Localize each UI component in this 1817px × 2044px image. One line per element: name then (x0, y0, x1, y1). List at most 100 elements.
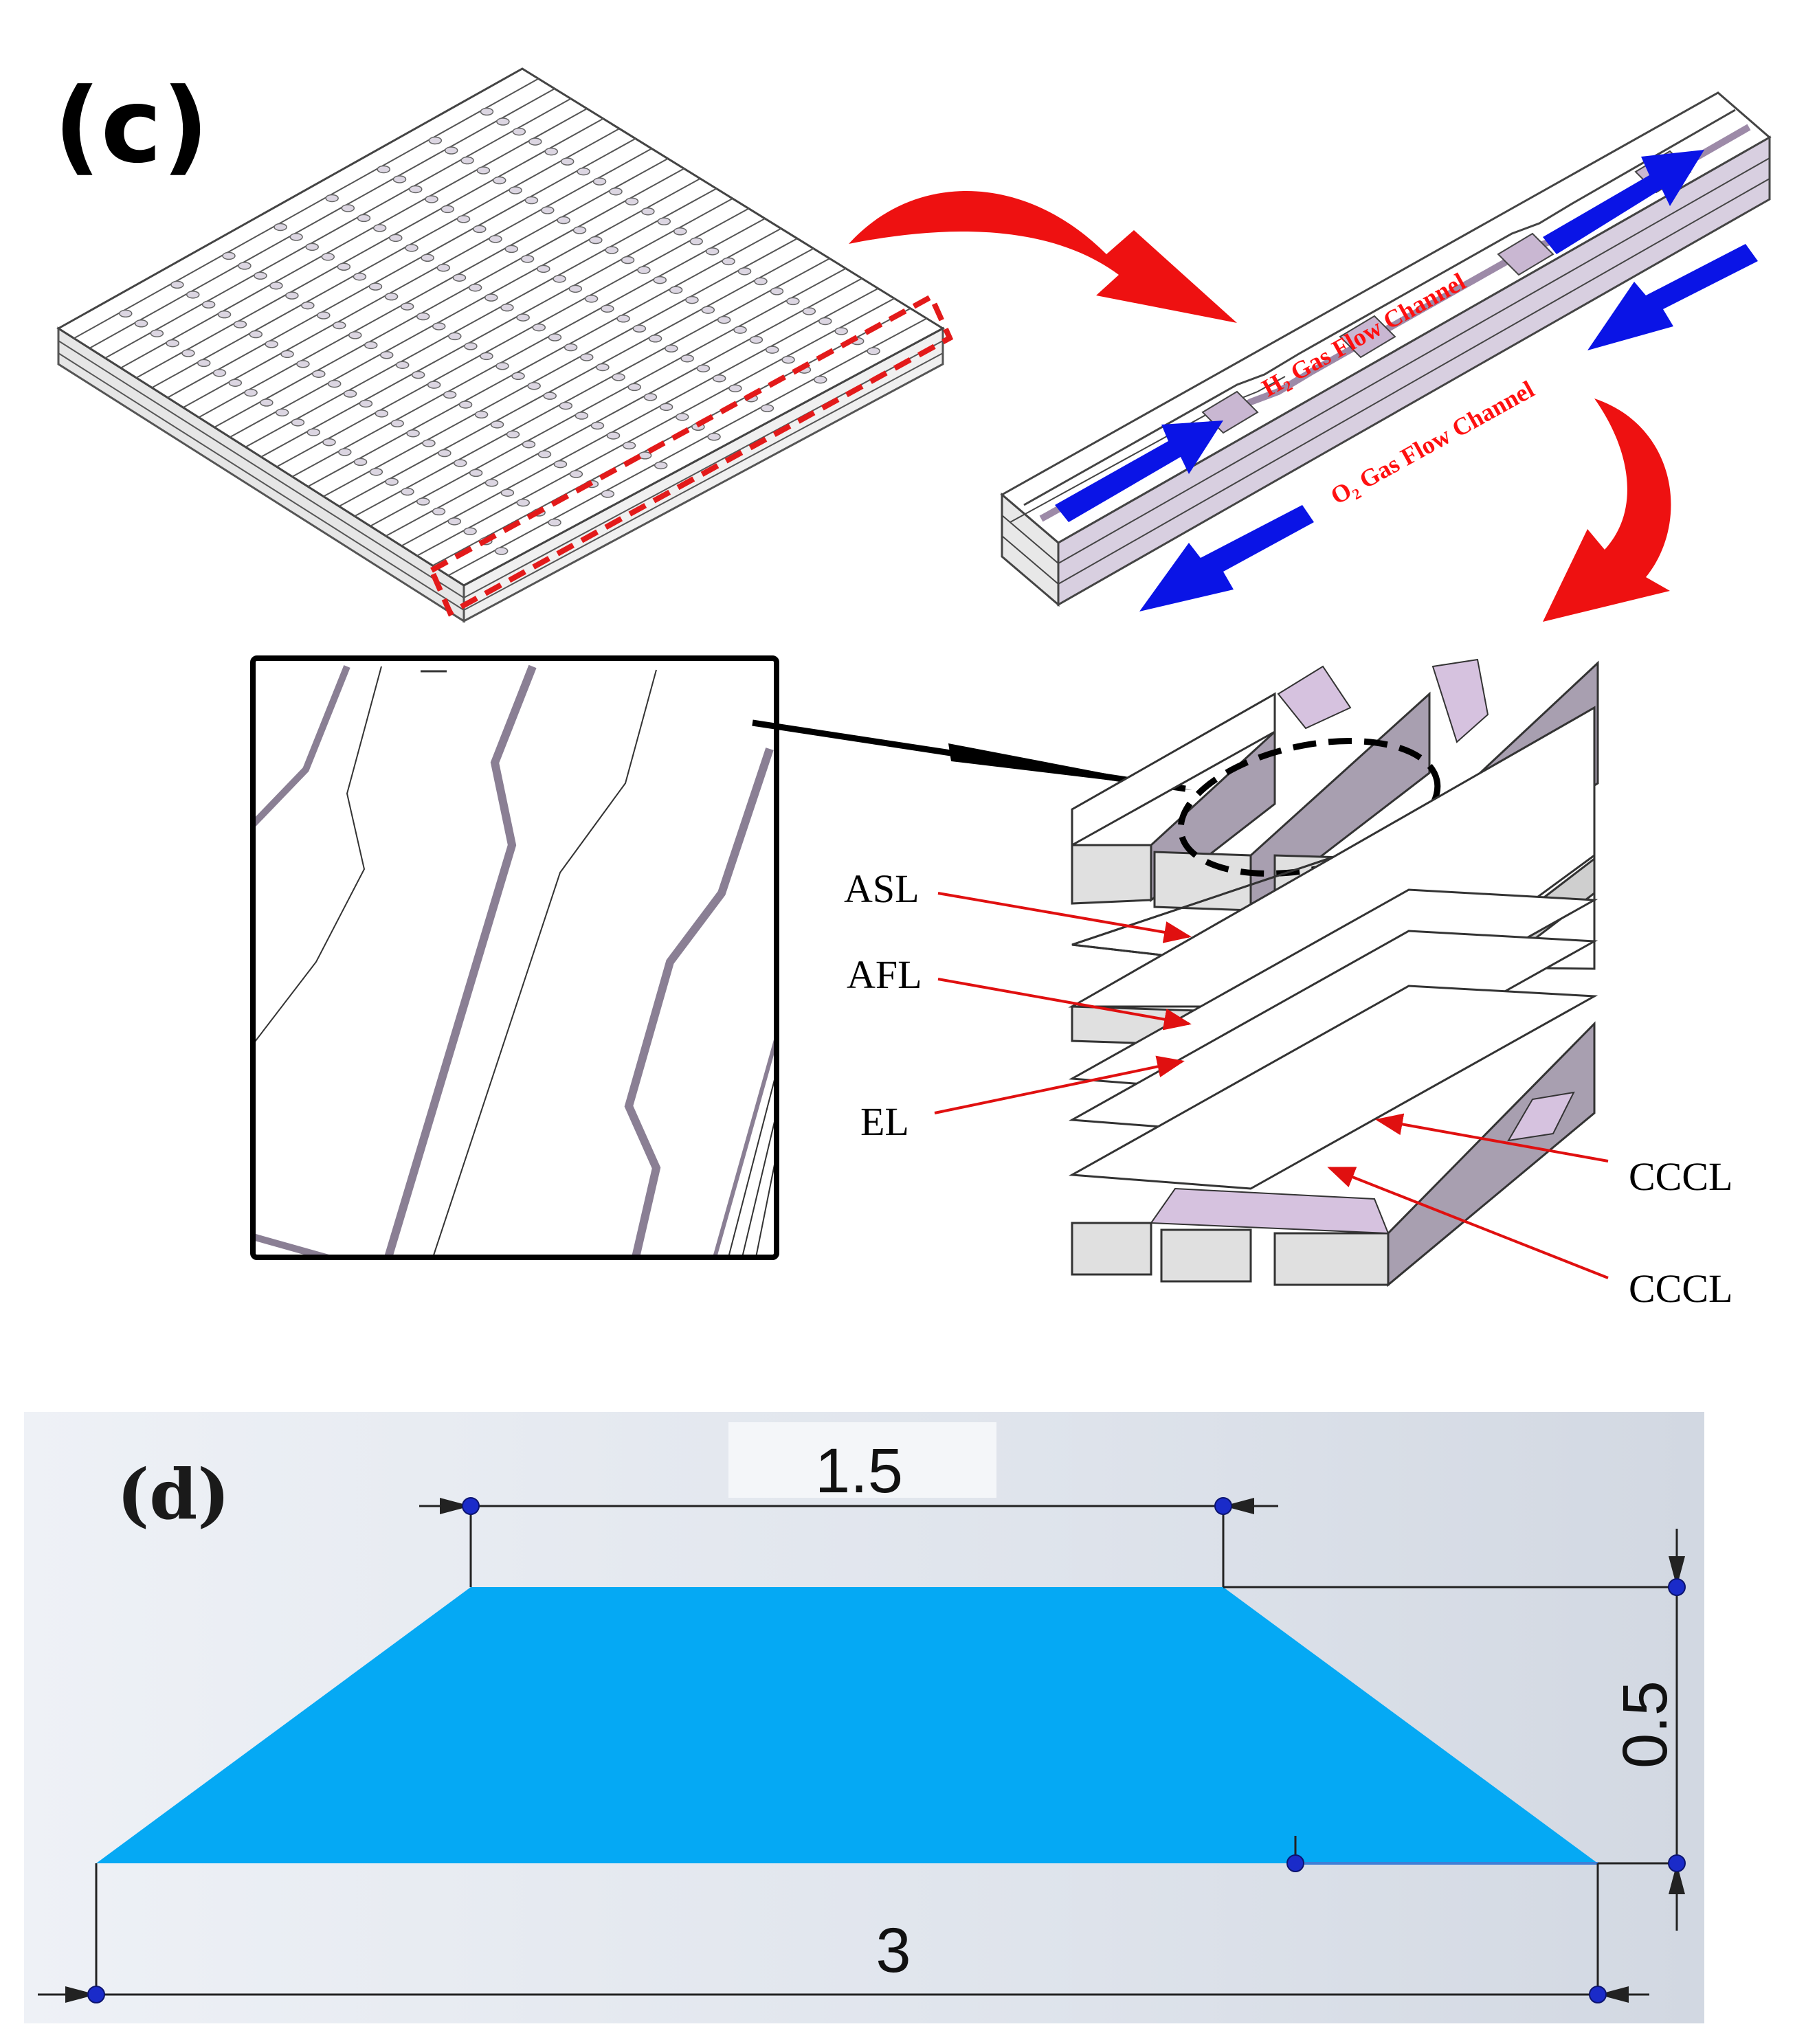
plate-bulge (622, 441, 636, 450)
plate-rib-line (401, 287, 879, 547)
plate-bulge (575, 412, 589, 420)
plate-bulge (584, 295, 599, 303)
plate-bulge (648, 335, 662, 343)
plate-bulge (474, 410, 489, 419)
label-cccl-1: CCCL (1629, 1154, 1733, 1199)
plate-rib-line (354, 258, 830, 517)
plate-bulge (632, 324, 647, 333)
plate-bulge (186, 291, 200, 299)
plate-bulge (511, 372, 525, 380)
plate-bulge (306, 428, 320, 436)
plate-bulge (712, 374, 726, 383)
plate-bulge (401, 487, 414, 496)
plate-bulge (456, 215, 471, 223)
plate-bulge (495, 362, 509, 370)
plate-bulge (384, 292, 399, 301)
plate-bulge (612, 373, 625, 381)
inset-channel-edges (253, 664, 777, 1257)
plate-bulge (265, 340, 278, 348)
plate-bulge (754, 277, 768, 286)
plate-bulge (680, 354, 694, 363)
plate-bulge (233, 320, 247, 328)
plate-channel-ribs (74, 78, 927, 576)
plate-rib-line (198, 157, 669, 418)
plate-bulge (377, 165, 391, 174)
dim-bottom-width: 3 (876, 1916, 911, 1986)
plate-bulge (453, 459, 467, 467)
plate-bulge (616, 315, 630, 323)
flow-arrow-h2-in (1055, 420, 1223, 522)
highlight-box (427, 293, 954, 617)
plate-bulge (119, 309, 133, 318)
plate-bulge (606, 431, 621, 440)
plate-bulge (484, 293, 498, 302)
plate-bulge (564, 343, 578, 352)
plate-bulge (409, 185, 423, 194)
plate-bulge (260, 398, 274, 407)
plate-bulge (317, 311, 331, 319)
layer-cccl-2 (1068, 985, 1598, 1190)
plate-bulge (484, 479, 499, 487)
plate-bulge (867, 347, 880, 355)
plate-bulge (637, 266, 651, 274)
flow-arrow-o2-out (1139, 505, 1314, 611)
plate-bulge (737, 267, 752, 276)
plate-bulge (592, 177, 607, 186)
plate-bulge (548, 333, 562, 341)
plate-bulge (322, 438, 336, 447)
plate-bulge (400, 302, 414, 311)
plate-rib-line (74, 78, 539, 339)
plate-bulge (197, 359, 211, 368)
plate-bulge (675, 413, 689, 421)
plate-bulge (520, 255, 535, 263)
dimension-points (87, 1497, 1686, 2003)
plate-bulge (489, 235, 502, 243)
plate-bulge (509, 186, 522, 194)
plate-rib-line (104, 98, 572, 359)
plate-bulge (516, 313, 530, 322)
panel-c: (c) (54, 67, 1772, 1311)
plate-bulge (379, 351, 394, 359)
plate-bulge (601, 304, 614, 313)
plate-bulge (166, 339, 179, 348)
plate-bulge (170, 280, 184, 289)
plate-bulge (657, 217, 671, 226)
plate-bulge (289, 233, 303, 241)
plate-bulge (500, 303, 514, 312)
plate-bulge (707, 433, 721, 441)
plate-rib-line (183, 148, 652, 408)
label-cccl-2: CCCL (1629, 1266, 1733, 1311)
flow-arrow-o2-in (1587, 244, 1758, 350)
plate-bulge (522, 440, 536, 449)
plate-bulge (802, 307, 816, 315)
plate-bulge (665, 344, 678, 353)
plate-bulge (228, 379, 243, 387)
plate-bulge (590, 421, 605, 430)
transition-arrow-1 (849, 191, 1237, 323)
plate-bulge (524, 196, 539, 205)
plate-bulge (589, 236, 603, 245)
plate-bulge (480, 352, 493, 361)
plate-bulge (493, 176, 506, 185)
plate-bulge (212, 369, 227, 377)
plate-bulge (654, 461, 668, 470)
plate-bulge (296, 360, 310, 368)
plate-bulge (717, 315, 731, 324)
plate-bulge (337, 262, 351, 271)
plate-bulge (553, 275, 566, 283)
plate-bulge (605, 246, 618, 254)
plate-bulge (506, 430, 520, 439)
channel-cross-section (96, 1587, 1598, 1863)
plate-bulge (436, 264, 451, 272)
plate-bulge (348, 331, 362, 339)
plate-bulge (733, 326, 747, 334)
plate-bulge (285, 291, 299, 300)
plate-bulge (364, 341, 378, 350)
plate-bulge (458, 401, 473, 409)
plate-bulge (496, 117, 510, 126)
plate-bulge (653, 276, 667, 284)
plate-bulge (338, 448, 352, 456)
plate-bulge (577, 167, 590, 176)
plate-bulge (327, 379, 342, 388)
plate-bulge (627, 383, 641, 392)
